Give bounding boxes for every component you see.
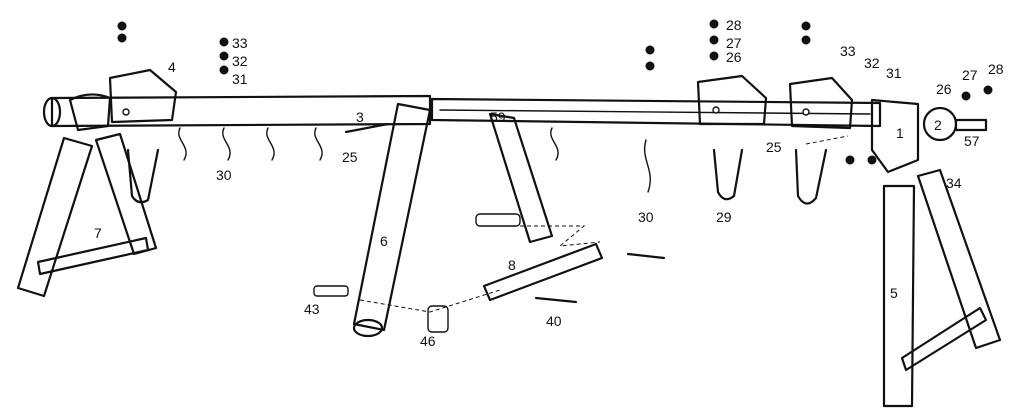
right-a-frame — [882, 168, 1002, 408]
hooks-30 — [178, 127, 651, 193]
callout-59: 59 — [490, 109, 506, 125]
callout-26-left: 26 — [726, 49, 742, 65]
callout-7: 7 — [94, 225, 102, 241]
callout-43: 43 — [304, 301, 320, 317]
callout-25-left: 25 — [342, 149, 358, 165]
callout-32-right: 32 — [864, 55, 880, 71]
callout-32-left: 32 — [232, 53, 248, 69]
top-beam-right — [430, 97, 882, 128]
cross-brace — [482, 242, 604, 302]
callout-28-left: 28 — [726, 17, 742, 33]
callout-28-right: 28 — [988, 61, 1004, 77]
callout-5: 5 — [890, 285, 898, 301]
callout-4: 4 — [168, 59, 176, 75]
callout-6: 6 — [380, 233, 388, 249]
bolts-and-tubes — [313, 122, 666, 333]
swing-bracket-right-2 — [788, 76, 854, 130]
swing-bracket-right-1 — [696, 74, 768, 126]
swing-hangers — [712, 148, 828, 205]
callout-27-right: 27 — [962, 67, 978, 83]
stacked-nuts — [117, 19, 993, 165]
top-beam-left — [42, 94, 432, 128]
callout-57: 57 — [964, 133, 980, 149]
callout-1: 1 — [896, 125, 904, 141]
callout-30-left: 30 — [216, 167, 232, 183]
callout-labels: 1 2 3 4 5 6 7 8 25 25 26 26 27 27 28 28 … — [94, 17, 1004, 349]
callout-29: 29 — [716, 209, 732, 225]
center-rear-leg — [488, 112, 554, 244]
callout-33-right: 33 — [840, 43, 856, 59]
callout-31-left: 31 — [232, 71, 248, 87]
callout-8: 8 — [508, 257, 516, 273]
callout-40: 40 — [546, 313, 562, 329]
callout-46: 46 — [420, 333, 436, 349]
callout-31-right: 31 — [886, 65, 902, 81]
callout-26-right: 26 — [936, 81, 952, 97]
center-leg — [352, 102, 432, 338]
callout-25-right: 25 — [766, 139, 782, 155]
callout-30-right: 30 — [638, 209, 654, 225]
callout-2: 2 — [934, 117, 942, 133]
right-end-fitting — [870, 98, 988, 174]
callout-27-left: 27 — [726, 35, 742, 51]
assembly-lines — [359, 135, 849, 313]
callout-33-left: 33 — [232, 35, 248, 51]
left-a-frame — [16, 93, 158, 298]
callout-3: 3 — [356, 109, 364, 125]
callout-34: 34 — [946, 175, 962, 191]
swing-bracket-left — [108, 68, 178, 204]
